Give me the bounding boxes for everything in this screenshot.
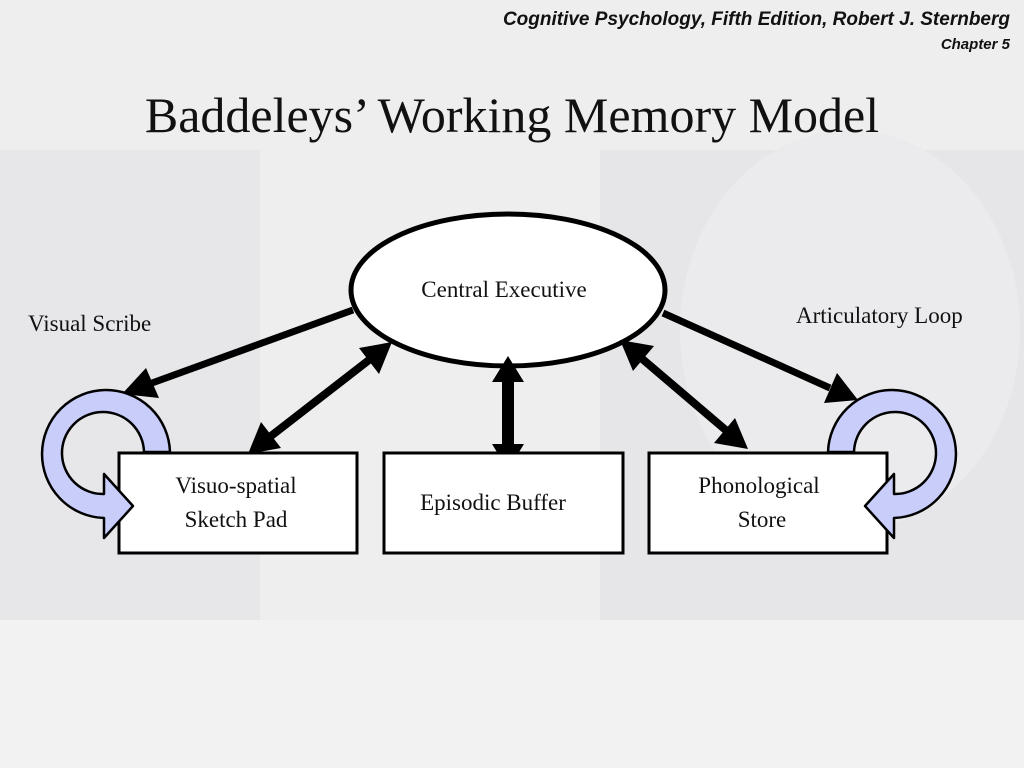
slide-title: Baddeleys’ Working Memory Model — [144, 87, 880, 143]
articulatory-loop-icon — [826, 388, 958, 540]
chapter-label: Chapter 5 — [940, 36, 1010, 53]
visual-scribe-label: Visual Scribe — [28, 311, 151, 336]
arrow-ce-sketch-pad — [248, 342, 392, 454]
phonological-store-label-line1: Phonological — [698, 473, 819, 498]
arrow-to-articulatory-loop — [661, 309, 858, 403]
central-executive-label: Central Executive — [421, 277, 586, 302]
visual-scribe-loop-icon — [40, 388, 172, 540]
arrow-ce-phonological-store — [620, 340, 748, 449]
sketch-pad-box — [117, 451, 359, 555]
arrow-to-visual-scribe — [122, 306, 355, 398]
sketch-pad-label-line1: Visuo-spatial — [175, 473, 296, 498]
episodic-buffer-label: Episodic Buffer — [420, 490, 566, 515]
book-citation: Cognitive Psychology, Fifth Edition, Rob… — [502, 9, 1010, 30]
articulatory-loop-label: Articulatory Loop — [796, 303, 963, 328]
episodic-buffer-box — [382, 451, 625, 555]
sketch-pad-label-line2: Sketch Pad — [185, 507, 288, 532]
phonological-store-label-line2: Store — [738, 507, 787, 532]
phonological-store-box — [647, 451, 889, 555]
